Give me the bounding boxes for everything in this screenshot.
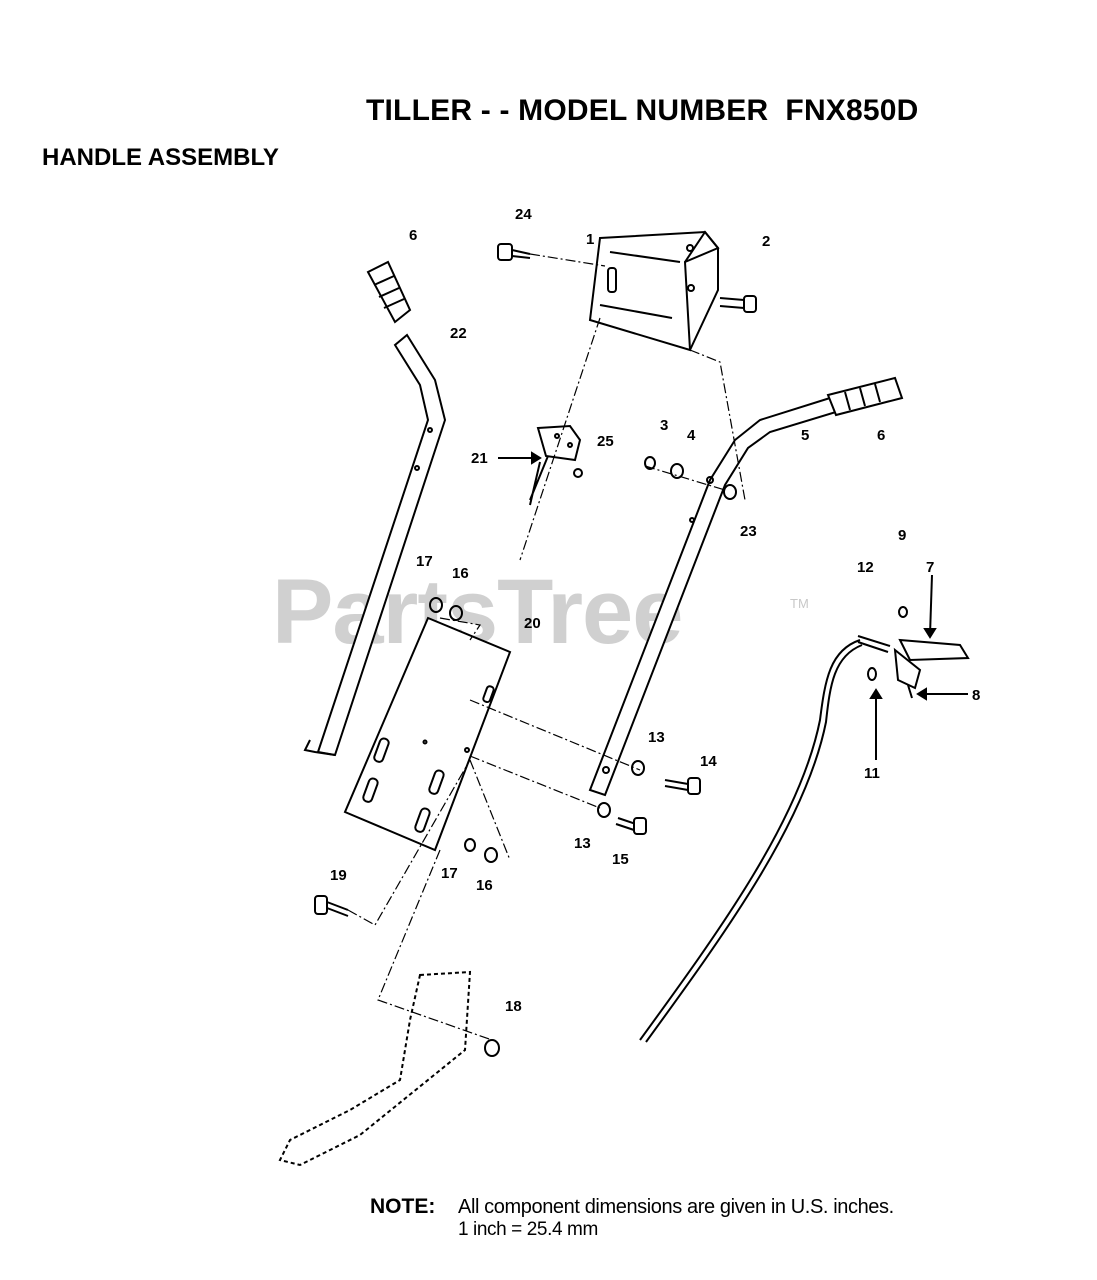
note-label: NOTE: [370, 1195, 436, 1218]
part-15-bolt [615, 817, 647, 835]
callout-24: 24 [515, 206, 532, 223]
callout-17-upper: 17 [416, 553, 433, 570]
part-18-nut [484, 1039, 500, 1057]
part-13-washer-lower [597, 802, 611, 818]
part-24-bolt [497, 243, 531, 261]
callout-19: 19 [330, 867, 347, 884]
part-13-washer-upper [631, 760, 645, 776]
page-title: TILLER - - MODEL NUMBER FNX850D [366, 94, 919, 127]
part-7-control-lever [893, 638, 970, 690]
callout-6-right: 6 [877, 427, 885, 444]
part-16-washer-lower [484, 847, 498, 863]
callout-1: 1 [586, 231, 594, 248]
part-6-grip-right [826, 376, 904, 417]
part-6-grip-left [366, 260, 412, 324]
part-23-washer [723, 484, 737, 500]
callout-20: 20 [524, 615, 541, 632]
part-11-clip [867, 667, 877, 681]
tiller-frame-outline [278, 970, 472, 1167]
part-12-cable-fitting [857, 635, 891, 653]
callout-8: 8 [972, 687, 980, 704]
part-17-washer-lower [464, 838, 476, 852]
note-conversion-text: 1 inch = 25.4 mm [458, 1219, 598, 1240]
section-heading: HANDLE ASSEMBLY [42, 144, 279, 171]
callout-2: 2 [762, 233, 770, 250]
callout-12: 12 [857, 559, 874, 576]
callout-7: 7 [926, 559, 934, 576]
note-dimensions-text: All component dimensions are given in U.… [458, 1196, 894, 1218]
callout-5: 5 [801, 427, 809, 444]
callout-17-lower: 17 [441, 865, 458, 882]
callout-4: 4 [687, 427, 696, 444]
part-2-bolt [719, 295, 757, 313]
callout-22: 22 [450, 325, 467, 342]
callout-9: 9 [898, 527, 906, 544]
part-3-washer [644, 456, 656, 470]
callout-25: 25 [597, 433, 614, 450]
callout-13-upper: 13 [648, 729, 665, 746]
callout-11: 11 [864, 765, 880, 782]
callout-21: 21 [471, 450, 488, 467]
callout-14: 14 [700, 753, 717, 770]
trademark-mark: TM [790, 596, 809, 611]
callout-16-lower: 16 [476, 877, 493, 894]
callout-15: 15 [612, 851, 629, 868]
part-14-bolt [664, 777, 701, 795]
part-19-bolt [314, 895, 349, 917]
callout-23: 23 [740, 523, 757, 540]
part-1-bracket [588, 230, 720, 352]
part-16-washer-upper [449, 605, 463, 621]
part-22-handle-left [303, 333, 447, 757]
part-20-plate [343, 616, 512, 852]
part-25-nut [573, 468, 583, 478]
part-4-washer [670, 463, 684, 479]
callout-13-lower: 13 [574, 835, 591, 852]
part-8-pin [907, 684, 913, 699]
callout-6-left: 6 [409, 227, 417, 244]
cable [639, 639, 861, 1041]
part-21-lever-assembly [529, 424, 582, 506]
part-9-clip [898, 606, 908, 618]
part-17-washer-upper [429, 597, 443, 613]
leader-lines [347, 253, 746, 1041]
callout-16-upper: 16 [452, 565, 469, 582]
part-5-handle-right [588, 396, 838, 797]
callout-3: 3 [660, 417, 668, 434]
callout-18: 18 [505, 998, 522, 1015]
pointer-arrows [498, 451, 968, 760]
